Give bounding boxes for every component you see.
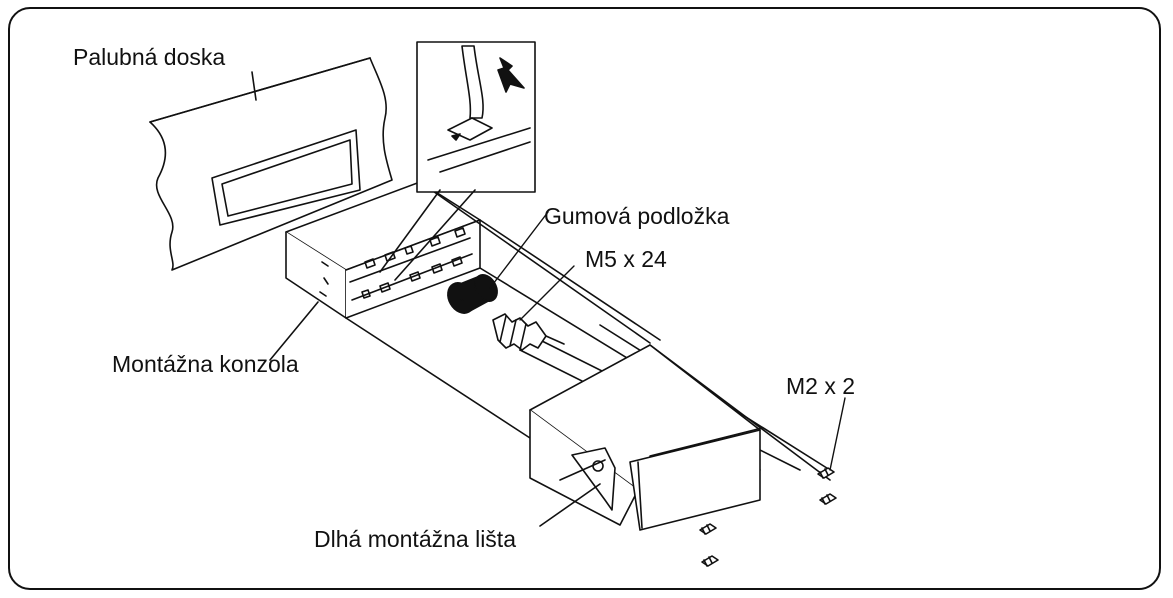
label-screw-m2: M2 x 2 [786,373,856,399]
label-dashboard: Palubná doska [73,44,226,70]
bracket-leader [269,301,319,361]
dashboard-leader [251,71,257,101]
mounting-bracket-shape [285,181,481,319]
label-rubber-washer: Gumová podložka [544,203,730,229]
rubber-washer-shape [447,211,549,314]
strip-leader [539,483,601,527]
head-unit-shape [529,344,763,531]
magnified-inset [379,41,536,281]
m5-screw-shape [492,265,575,351]
diagram-frame [8,7,1161,590]
label-mounting-bracket: Montážna konzola [112,351,299,377]
label-screw-m5: M5 x 24 [585,246,667,272]
dashboard-panel [149,57,393,271]
small-screws [699,397,846,567]
label-long-mounting-strip: Dlhá montážna lišta [314,526,516,552]
